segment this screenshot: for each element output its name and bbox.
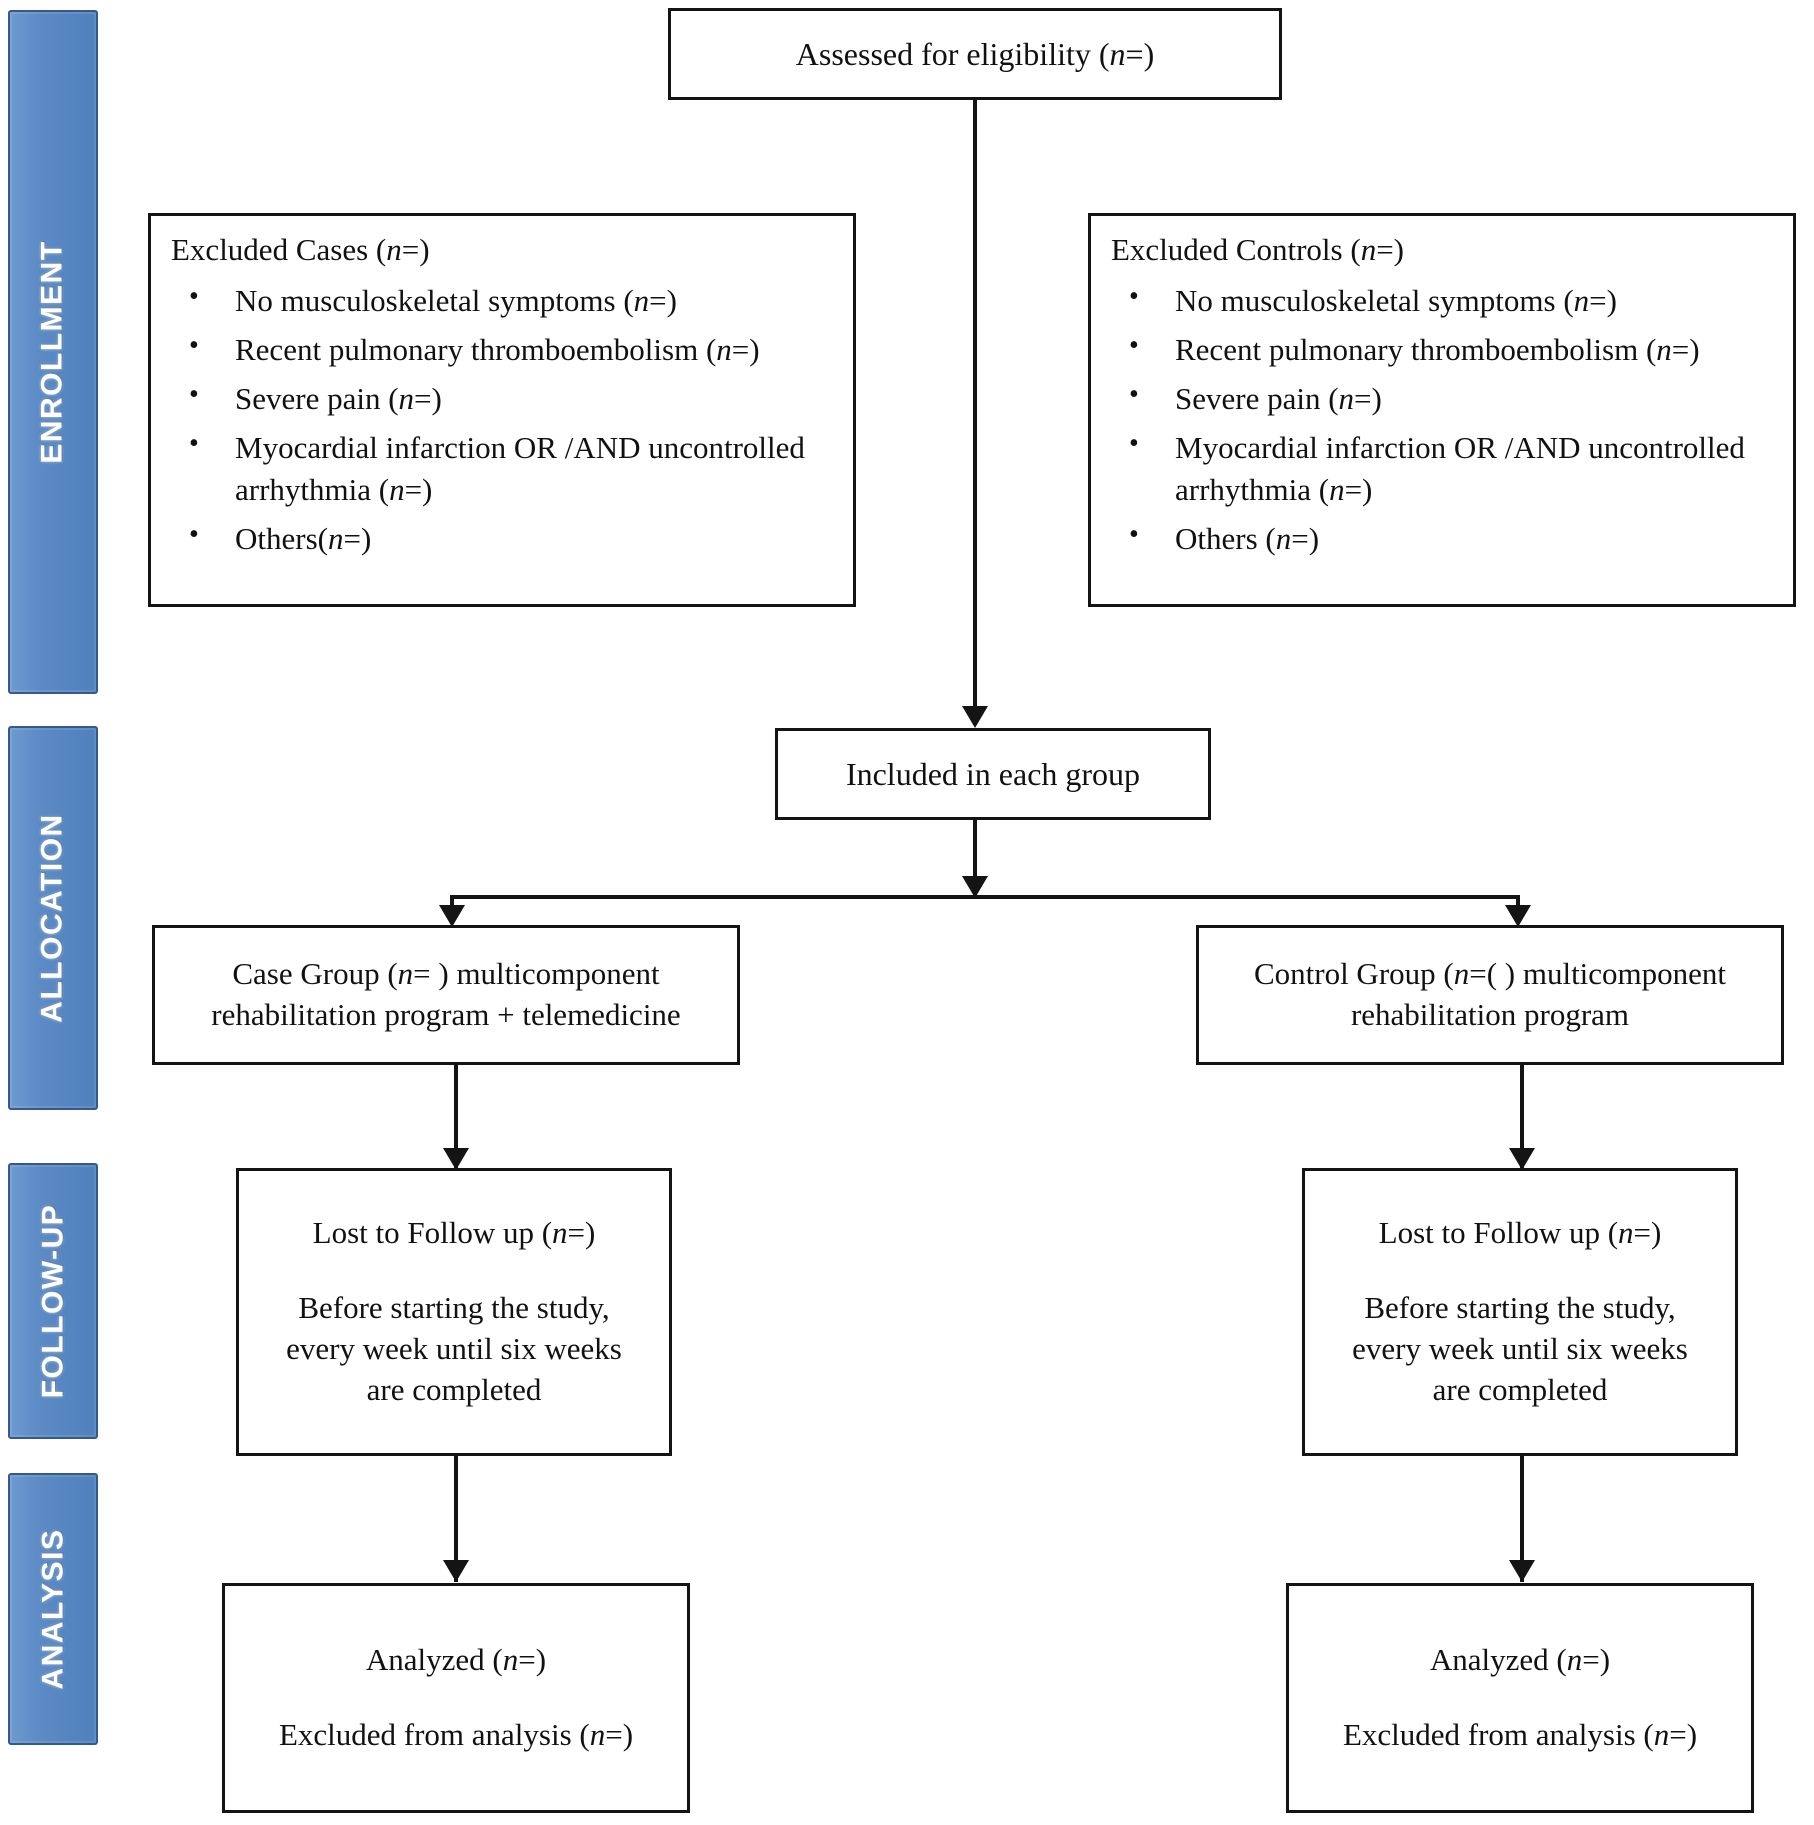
node-excluded-cases: Excluded Cases (n=) No musculoskeletal s…	[148, 213, 856, 607]
list-item: Severe pain (n=)	[167, 376, 837, 421]
excluded-cases-title: Excluded Cases (n=)	[171, 232, 430, 267]
arrowhead-included-split	[962, 876, 988, 898]
followup-case-line-1: Lost to Follow up (n=)	[312, 1215, 596, 1251]
arrowhead-into-case-group	[439, 905, 465, 927]
analyzed-case-line-2: Excluded from analysis (n=)	[278, 1717, 634, 1752]
analyzed-control-line-1: Analyzed (n=)	[1429, 1642, 1611, 1678]
followup-control-line-2: Before starting the study,	[1364, 1290, 1676, 1326]
followup-control-line-4: are completed	[1432, 1371, 1608, 1407]
arrowhead-into-case-analysis	[443, 1560, 469, 1582]
followup-case-line-2: Before starting the study,	[298, 1290, 610, 1326]
node-analyzed-case: Analyzed (n=) Excluded from analysis (n=…	[222, 1583, 690, 1813]
stage-bar-analysis: ANALYSIS	[8, 1473, 98, 1745]
list-item: Others (n=)	[1107, 516, 1777, 561]
node-analyzed-control: Analyzed (n=) Excluded from analysis (n=…	[1286, 1583, 1754, 1813]
node-lost-to-followup-control: Lost to Follow up (n=) Before starting t…	[1302, 1168, 1738, 1456]
connector-included-down	[973, 820, 977, 898]
case-group-line-1: Case Group (n= ) multicomponent	[232, 956, 660, 992]
node-lost-to-followup-case: Lost to Follow up (n=) Before starting t…	[236, 1168, 672, 1456]
list-item: No musculoskeletal symptoms (n=)	[167, 278, 837, 323]
excluded-cases-list: No musculoskeletal symptoms (n=) Recent …	[167, 278, 837, 561]
stage-bar-enrollment: ENROLLMENT	[8, 10, 98, 694]
excluded-controls-list: No musculoskeletal symptoms (n=) Recent …	[1107, 278, 1777, 561]
arrowhead-into-included	[962, 706, 988, 728]
followup-case-line-3: every week until six weeks	[286, 1331, 622, 1366]
list-item: Myocardial infarction OR /AND uncontroll…	[1107, 425, 1777, 513]
connector-case-to-followup	[454, 1065, 458, 1170]
excluded-controls-title: Excluded Controls (n=)	[1111, 232, 1404, 267]
stage-label-analysis: ANALYSIS	[36, 1528, 69, 1690]
list-item: Severe pain (n=)	[1107, 376, 1777, 421]
followup-case-line-4: are completed	[366, 1371, 542, 1407]
assessed-text: Assessed for eligibility (n=)	[795, 35, 1155, 72]
list-item: Recent pulmonary thromboembolism (n=)	[167, 327, 837, 372]
node-included-in-each-group: Included in each group	[775, 728, 1211, 820]
control-group-line-2: rehabilitation program	[1350, 997, 1630, 1032]
list-item: No musculoskeletal symptoms (n=)	[1107, 278, 1777, 323]
list-item: Recent pulmonary thromboembolism (n=)	[1107, 327, 1777, 372]
arrowhead-into-control-analysis	[1509, 1560, 1535, 1582]
list-item: Myocardial infarction OR /AND uncontroll…	[167, 425, 837, 513]
arrowhead-into-control-followup	[1509, 1148, 1535, 1170]
node-control-group: Control Group (n=( ) multicomponent reha…	[1196, 925, 1784, 1065]
case-group-line-2: rehabilitation program + telemedicine	[211, 997, 681, 1032]
stage-bar-allocation: ALLOCATION	[8, 726, 98, 1110]
node-excluded-controls: Excluded Controls (n=) No musculoskeleta…	[1088, 213, 1796, 607]
connector-assessed-to-included	[973, 100, 977, 724]
connector-case-followup-to-analysis	[454, 1456, 458, 1582]
stage-bar-follow-up: FOLLOW-UP	[8, 1163, 98, 1439]
connector-control-to-followup	[1520, 1065, 1524, 1170]
node-assessed-for-eligibility: Assessed for eligibility (n=)	[668, 8, 1282, 100]
analyzed-control-line-2: Excluded from analysis (n=)	[1342, 1717, 1698, 1752]
included-text: Included in each group	[845, 755, 1141, 792]
arrowhead-into-case-followup	[443, 1148, 469, 1170]
node-case-group: Case Group (n= ) multicomponent rehabili…	[152, 925, 740, 1065]
connector-split-bar	[450, 895, 1520, 899]
stage-label-allocation: ALLOCATION	[36, 813, 70, 1023]
control-group-line-1: Control Group (n=( ) multicomponent	[1253, 956, 1727, 992]
followup-control-line-3: every week until six weeks	[1352, 1331, 1688, 1366]
list-item: Others(n=)	[167, 516, 837, 561]
arrowhead-into-control-group	[1505, 905, 1531, 927]
connector-control-followup-to-analysis	[1520, 1456, 1524, 1582]
followup-control-line-1: Lost to Follow up (n=)	[1378, 1215, 1662, 1251]
stage-label-follow-up: FOLLOW-UP	[36, 1203, 69, 1399]
stage-label-enrollment: ENROLLMENT	[36, 240, 70, 464]
analyzed-case-line-1: Analyzed (n=)	[365, 1642, 547, 1678]
